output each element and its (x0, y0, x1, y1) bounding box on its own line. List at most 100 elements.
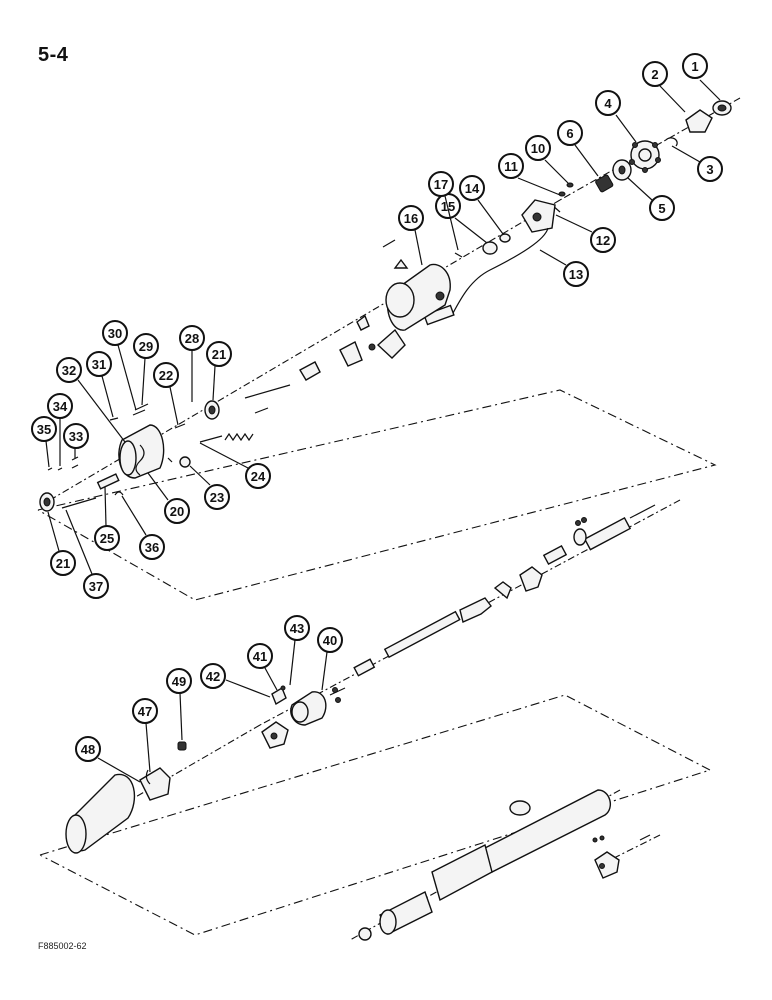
figure-code: F885002-62 (38, 941, 87, 951)
part-pin (454, 252, 463, 258)
callout-47-label: 47 (138, 704, 152, 719)
callout-20-label: 20 (170, 504, 184, 519)
callout-33 (63, 423, 89, 449)
lower-frame (39, 694, 712, 936)
callout-29 (133, 333, 159, 359)
callout-28-label: 28 (185, 331, 199, 346)
callout-28 (179, 325, 205, 351)
callout-30 (102, 320, 128, 346)
callout-22 (153, 362, 179, 388)
part-column-jacket (358, 789, 612, 941)
callout-2 (642, 61, 668, 87)
callout-12 (590, 227, 616, 253)
part-spring (595, 174, 614, 193)
callouts: 1 2 3 4 5 6 10 11 12 13 (31, 53, 723, 783)
callout-40-label: 40 (323, 633, 337, 648)
callout-23 (204, 484, 230, 510)
callout-2-label: 2 (651, 67, 658, 82)
callout-24 (245, 463, 271, 489)
callout-37 (83, 573, 109, 599)
callout-34 (47, 393, 73, 419)
callout-35 (31, 416, 57, 442)
callout-23-label: 23 (210, 490, 224, 505)
callout-43 (284, 615, 310, 641)
callout-13 (563, 261, 589, 287)
callout-48-label: 48 (81, 742, 95, 757)
callout-42-label: 42 (206, 669, 220, 684)
page-number: 5-4 (38, 44, 69, 66)
callout-21-upper-label: 21 (212, 347, 226, 362)
callout-5 (649, 195, 675, 221)
callout-17 (428, 171, 454, 197)
callout-41-label: 41 (253, 649, 267, 664)
callout-3-label: 3 (706, 162, 713, 177)
callout-30-label: 30 (108, 326, 122, 341)
callout-31-label: 31 (92, 357, 106, 372)
part-housing (382, 239, 451, 331)
part-plug (177, 741, 187, 751)
callout-21-lower (50, 550, 76, 576)
part-rack-spring (199, 432, 254, 443)
callout-12-label: 12 (596, 233, 610, 248)
callout-16-label: 16 (404, 211, 418, 226)
part-nut (712, 100, 732, 116)
callout-43-label: 43 (290, 621, 304, 636)
callout-35-label: 35 (37, 422, 51, 437)
part-washers (482, 233, 511, 255)
part-clip-and-boot (65, 767, 171, 854)
callout-49-label: 49 (172, 674, 186, 689)
callout-31 (86, 351, 112, 377)
part-turn-signal-switch (423, 199, 556, 326)
callout-11 (498, 153, 524, 179)
part-cancelling-cam (629, 140, 661, 173)
callout-11-label: 11 (504, 159, 518, 174)
callout-4 (595, 90, 621, 116)
callout-22-label: 22 (159, 368, 173, 383)
callout-10 (525, 135, 551, 161)
callout-21-lower-label: 21 (56, 556, 70, 571)
callout-25-label: 25 (100, 531, 114, 546)
callout-42 (200, 663, 226, 689)
callout-17-label: 17 (434, 177, 448, 192)
callout-3 (697, 156, 723, 182)
callout-48 (75, 736, 101, 762)
part-intermediate-shaft (353, 504, 656, 677)
part-left-screws (47, 403, 149, 471)
upper-frame (37, 389, 717, 601)
callout-37-label: 37 (89, 579, 103, 594)
callout-16 (398, 205, 424, 231)
callout-33-label: 33 (69, 429, 83, 444)
part-small-fasteners (167, 423, 191, 468)
callout-6 (557, 120, 583, 146)
callout-13-label: 13 (569, 267, 583, 282)
callout-49 (166, 668, 192, 694)
part-lock-plate (685, 109, 713, 133)
callout-14-label: 14 (465, 181, 480, 196)
part-lower-bearing-housing (271, 685, 346, 726)
part-actuator-pieces (299, 314, 406, 381)
part-flange-plate (261, 721, 289, 749)
callout-20 (164, 498, 190, 524)
upper-axis (49, 97, 741, 501)
callout-25 (94, 525, 120, 551)
callout-29-label: 29 (139, 339, 153, 354)
callout-41 (247, 643, 273, 669)
callout-32-label: 32 (62, 363, 76, 378)
callout-21-upper (206, 341, 232, 367)
callout-6-label: 6 (566, 126, 573, 141)
callout-36-label: 36 (145, 540, 159, 555)
part-lower-switch-assembly (592, 834, 651, 879)
callout-1 (682, 53, 708, 79)
part-left-washer-and-pin (39, 492, 97, 512)
callout-40 (317, 627, 343, 653)
part-retaining-ring (665, 137, 678, 147)
part-lock-cylinder-housing (118, 424, 165, 479)
part-rod-and-washer (204, 384, 291, 420)
callout-32 (56, 357, 82, 383)
callout-24-label: 24 (251, 469, 266, 484)
callout-10-label: 10 (531, 141, 545, 156)
callout-1-label: 1 (691, 59, 698, 74)
part-bearing (612, 159, 632, 181)
callout-47 (132, 698, 158, 724)
